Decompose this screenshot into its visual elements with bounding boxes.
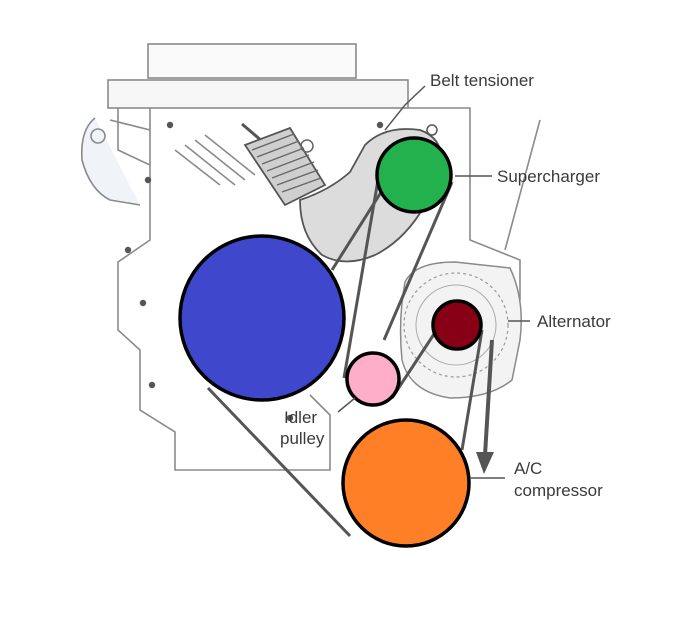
hatch-lines bbox=[174, 134, 256, 186]
label-ac-line1: A/C bbox=[514, 459, 542, 478]
tensioner-pivot bbox=[426, 124, 438, 136]
leader-idler bbox=[337, 397, 356, 413]
crankshaft-pulley bbox=[178, 234, 346, 402]
right-diagonal bbox=[504, 119, 541, 251]
belt-right-run bbox=[382, 181, 454, 341]
rotation-arrow-shaft bbox=[483, 339, 494, 456]
block-inner-edge bbox=[109, 108, 151, 165]
tensioner-spring bbox=[241, 122, 327, 207]
bolt bbox=[144, 176, 152, 184]
label-idler-line1: Idler bbox=[284, 408, 317, 427]
spring-body bbox=[243, 126, 327, 207]
belt-idler-alt bbox=[390, 324, 442, 399]
top-housing bbox=[147, 43, 357, 79]
bolt bbox=[166, 121, 174, 129]
rotation-arrow-head bbox=[476, 452, 494, 474]
belt-left-run bbox=[206, 386, 352, 538]
alternator-fan-inner bbox=[415, 284, 497, 366]
idler-pulley bbox=[345, 351, 401, 407]
drive-belt bbox=[206, 177, 484, 538]
label-belt-tensioner: Belt tensioner bbox=[430, 71, 534, 90]
top-housing-lip bbox=[107, 79, 409, 109]
bolt bbox=[286, 414, 294, 422]
spring-coils bbox=[251, 133, 322, 193]
supercharger-pulley bbox=[375, 136, 453, 214]
label-supercharger: Supercharger bbox=[497, 167, 600, 186]
bolt bbox=[376, 121, 384, 129]
left-bracket-hole bbox=[90, 128, 106, 144]
label-idler-line2: pulley bbox=[280, 429, 325, 448]
spring-pin bbox=[300, 139, 314, 153]
alternator-pulley bbox=[431, 299, 483, 351]
bolt-dots bbox=[124, 121, 384, 422]
engine-block-sketch bbox=[80, 43, 541, 471]
left-bracket bbox=[80, 117, 141, 206]
label-ac-line2: compressor bbox=[514, 481, 603, 500]
belt-alt-ac bbox=[460, 329, 484, 451]
alternator-fan-ring bbox=[403, 272, 509, 378]
bolt bbox=[148, 381, 156, 389]
leader-belt-tensioner bbox=[384, 85, 426, 131]
bolt bbox=[139, 299, 147, 307]
ac-compressor-pulley bbox=[341, 418, 471, 548]
bolt bbox=[124, 246, 132, 254]
leader-lines bbox=[337, 85, 530, 479]
right-frame bbox=[408, 107, 521, 300]
rotation-arrow bbox=[476, 339, 494, 474]
belt-idler-left bbox=[342, 179, 380, 379]
label-alternator: Alternator bbox=[537, 312, 611, 331]
